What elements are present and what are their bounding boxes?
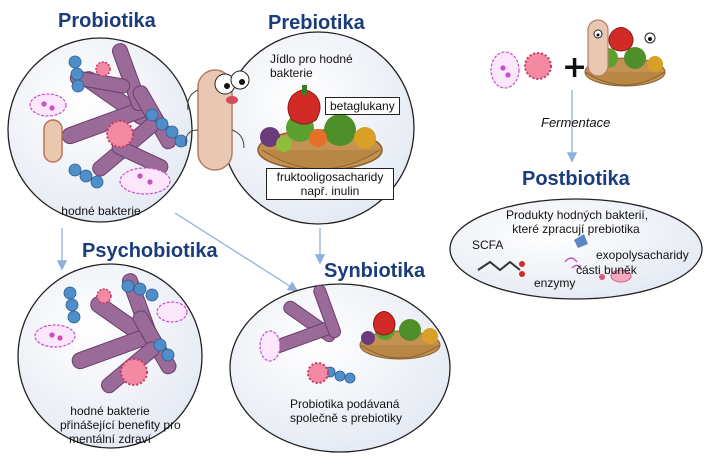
fos-label: fruktooligosacharidy např. inulin [266, 168, 394, 200]
spiky-cell-icon [307, 362, 329, 384]
prebiotika-caption-line1: Jídlo pro hodné [270, 52, 353, 66]
cartoon-bacterium-icon [587, 19, 656, 77]
synbiotika-heading: Synbiotika [324, 260, 426, 282]
synbiotika-caption-line1: Probiotika podávaná [290, 397, 400, 411]
exopolysaccharide-icon [564, 257, 583, 271]
veg-basket-icon [257, 114, 383, 171]
betaglukany-label: betaglukany [325, 97, 400, 115]
arrow-probiotika-to-synbiotika [174, 212, 299, 292]
exopolysacharidy-label: exopolysacharidy [596, 248, 689, 262]
postbiotika-ellipse [449, 198, 703, 300]
enzymy-label: enzymy [534, 276, 576, 290]
cell-fragments-icon [599, 269, 632, 283]
prebiotika-heading: Prebiotika [268, 12, 365, 34]
psychobiotika-heading: Psychobiotika [82, 240, 218, 262]
cocci-chain-icon [68, 55, 188, 189]
postbiotika-description: Produkty hodných bakterií, které zpracuj… [506, 208, 649, 236]
casti-bunek-label: části buněk [576, 263, 637, 277]
probiotika-caption: hodné bakterie [61, 204, 141, 218]
psychobiotika-caption-line3: mentální zdraví [68, 432, 152, 446]
synbiotika-ellipse [229, 283, 451, 453]
spiky-cell-icon [524, 52, 552, 80]
postbiotika-desc-line1: Produkty hodných bakterií, [506, 208, 649, 222]
rod-bacteria-icon [271, 284, 342, 354]
spiky-cell-icon [95, 61, 134, 148]
postbiotika-heading: Postbiotika [522, 168, 630, 190]
spiky-cell-icon [96, 288, 148, 386]
postbiotika-desc-line2: které zpracují prebiotika [512, 222, 640, 236]
cocci-chain-icon [63, 279, 175, 362]
fos-label-line1: fruktooligosacharidy [276, 170, 384, 184]
synbiotika-caption-line2: společně s prebiotiky [290, 411, 403, 425]
pepper-icon [287, 85, 321, 125]
psychobiotika-caption-line1: hodné bakterie [70, 404, 150, 418]
enzyme-icon [574, 234, 588, 248]
cartoon-bacterium-icon [185, 69, 250, 171]
probiotika-heading: Probiotika [58, 10, 156, 32]
flagellated-cell-icon [259, 330, 281, 362]
synbiotika-caption: Probiotika podávaná společně s prebiotik… [290, 397, 403, 425]
psychobiotika-caption-line2: přinášející benefity pro [60, 418, 181, 432]
psychobiotika-caption: hodné bakterie přinášející benefity pro … [60, 404, 181, 446]
prebiotika-caption: Jídlo pro hodné bakterie [270, 52, 380, 80]
flagellated-cell-icon [34, 301, 188, 348]
scfa-label: SCFA [472, 238, 504, 252]
rod-cell-tan [43, 119, 63, 163]
cocci-chain-icon [324, 366, 356, 384]
veg-basket-icon [359, 311, 441, 360]
fermentace-label: Fermentace [541, 115, 611, 130]
fos-label-line2: např. inulin [300, 184, 360, 198]
molecule-icon [477, 260, 525, 277]
flagellated-cell-icon [490, 51, 520, 89]
prebiotika-caption-line2: bakterie [270, 66, 313, 80]
connector-arrows [56, 90, 578, 292]
plus-sign: + [562, 50, 588, 85]
flagellated-cell-icon [29, 93, 171, 195]
